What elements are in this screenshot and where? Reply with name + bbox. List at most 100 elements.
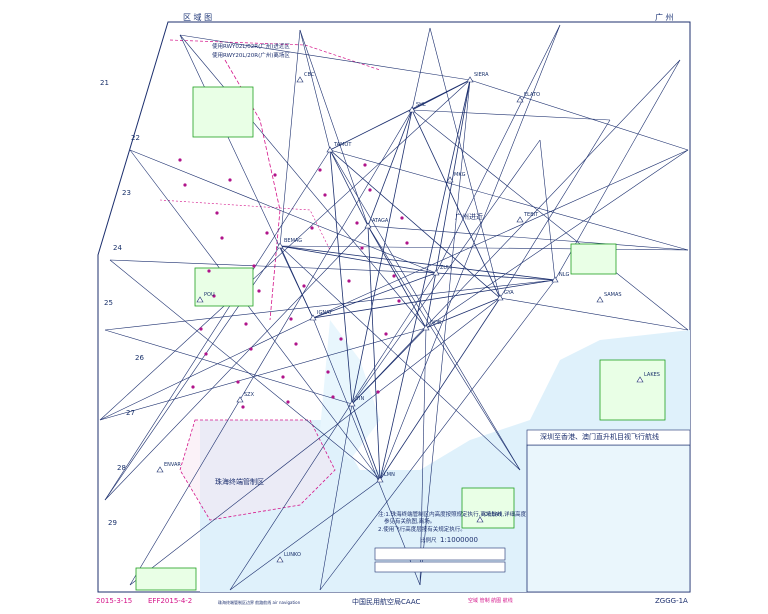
waypoint-label: CBC	[304, 72, 315, 78]
waypoint-marker	[236, 396, 244, 403]
route-line	[419, 79, 471, 586]
route-line	[279, 245, 689, 251]
waypoint-label: SZX	[244, 392, 255, 398]
route-line	[99, 327, 427, 421]
reporting-point	[215, 211, 219, 215]
route-line	[279, 245, 437, 274]
reporting-point	[273, 173, 277, 177]
reporting-point	[183, 183, 187, 187]
waypoint-label: GYA	[504, 290, 514, 296]
route-line	[104, 149, 331, 501]
reporting-point	[347, 279, 351, 283]
waypoint-marker	[446, 176, 454, 183]
reporting-point	[289, 317, 293, 321]
waypoint-label: MKG	[454, 172, 466, 178]
restricted-area	[179, 419, 336, 521]
route-line	[99, 79, 471, 421]
waypoint-marker	[516, 96, 524, 103]
restricted-zone-label: 珠海终端管制区	[215, 478, 264, 486]
reporting-point	[363, 163, 367, 167]
route-line	[351, 59, 681, 405]
waypoint-marker	[422, 324, 430, 331]
chart-title-right: 广 州	[655, 13, 674, 22]
waypoint-marker	[326, 146, 334, 153]
route-line	[379, 24, 561, 481]
waypoint-marker	[408, 106, 416, 113]
route-line	[367, 225, 381, 481]
route-line	[351, 139, 541, 405]
route-line	[279, 245, 314, 319]
route-line	[104, 279, 556, 331]
reporting-point	[339, 337, 343, 341]
route-line	[411, 109, 501, 299]
waypoint-label: LMN	[384, 472, 395, 478]
waypoint-label: ELATO	[524, 92, 541, 98]
route-line	[129, 149, 381, 481]
reporting-point	[323, 193, 327, 197]
grid-label: 26	[135, 354, 144, 362]
notes-line-2: 参见有关航图,离场。	[384, 519, 436, 525]
scale-label: 比例尺	[420, 538, 437, 544]
route-line	[351, 403, 381, 481]
waypoint-marker	[516, 216, 524, 223]
inset-title: 深圳至香港、澳门直升机目视飞行航线	[540, 433, 659, 441]
waypoint-label: POU	[204, 292, 215, 298]
route-line	[351, 327, 427, 405]
waypoint-label: DOB	[430, 320, 442, 326]
route-line	[109, 259, 381, 481]
footer-date: 2015-3-15	[96, 597, 133, 605]
route-line	[312, 279, 556, 319]
reporting-point	[360, 246, 364, 250]
reporting-point	[355, 221, 359, 225]
route-line	[469, 79, 689, 151]
grid-label: 21	[100, 79, 109, 87]
route-line	[129, 109, 413, 586]
waypoint-marker	[466, 76, 474, 83]
grid-label: 28	[117, 464, 126, 472]
waypoint-marker	[276, 242, 284, 249]
reporting-point	[397, 299, 401, 303]
waypoint-label: BEMAG	[284, 238, 303, 244]
route-line	[499, 119, 611, 299]
route-line	[429, 27, 501, 299]
grid-label: 22	[131, 134, 140, 142]
waypoint-marker	[476, 516, 484, 523]
reporting-point	[331, 395, 335, 399]
route-line	[367, 225, 521, 471]
reporting-point	[204, 352, 208, 356]
grid-label: 23	[122, 189, 131, 197]
footer-publisher: 中国民用航空局CAAC	[352, 598, 421, 606]
route-line	[319, 403, 353, 591]
route-line	[554, 59, 681, 281]
notes-line-3: 2.使用飞行高度层按有关规定执行。	[378, 527, 466, 533]
notes-line-1: 注:1.珠海终端管制区内高度按照规定执行,离场航线,详细高度	[378, 512, 527, 518]
route-line	[229, 272, 437, 591]
reporting-point	[400, 216, 404, 220]
route-line	[425, 297, 501, 329]
route-line	[319, 279, 556, 591]
route-line	[499, 297, 689, 331]
reporting-point	[310, 226, 314, 230]
route-line	[367, 225, 427, 329]
waypoint-label: NLG	[559, 272, 570, 278]
route-line	[229, 479, 381, 591]
route-line	[411, 109, 611, 121]
reporting-point	[220, 236, 224, 240]
route-line	[329, 79, 471, 151]
waypoint-marker	[296, 76, 304, 83]
route-line	[329, 149, 369, 227]
waypoint-marker	[309, 314, 317, 321]
waypoint-marker	[276, 556, 284, 563]
reporting-point	[228, 178, 232, 182]
route-line	[104, 329, 353, 405]
route-line	[411, 27, 431, 111]
reporting-point	[376, 390, 380, 394]
route-line	[279, 29, 301, 247]
waypoint-label: YIN	[356, 396, 365, 402]
route-line	[419, 327, 427, 586]
waypoint-label: TEBIT	[524, 212, 539, 218]
route-line	[279, 245, 556, 281]
route-line	[379, 297, 501, 481]
waypoint-label: TAMOT	[334, 142, 352, 148]
